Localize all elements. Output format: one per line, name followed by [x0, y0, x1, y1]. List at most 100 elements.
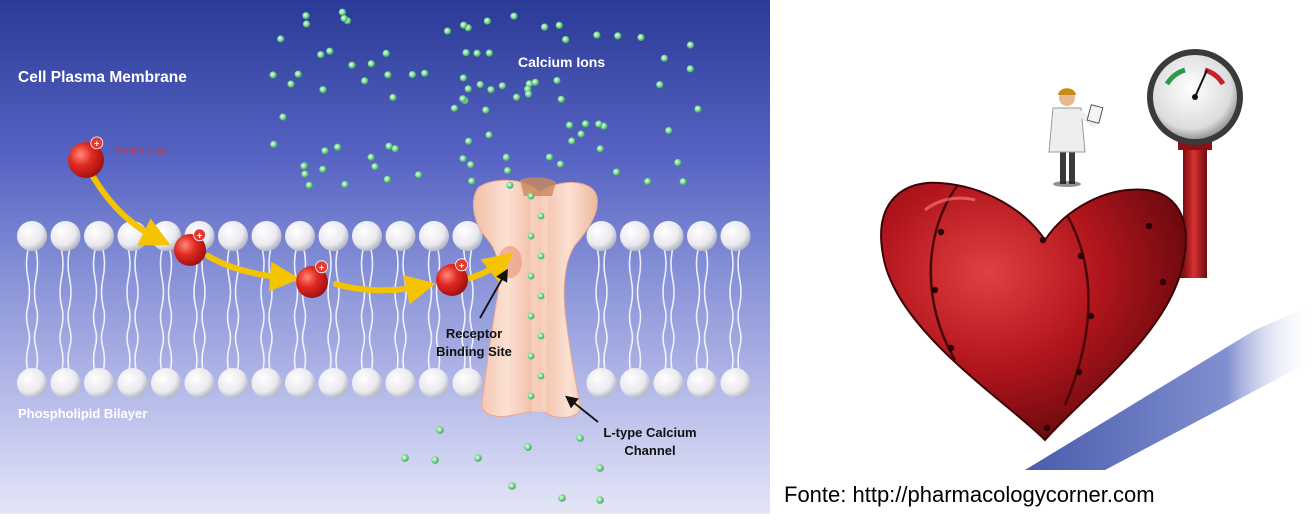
heart-shadow — [1025, 305, 1313, 470]
lipid-tail — [662, 249, 667, 329]
lipid-tail — [100, 327, 106, 373]
lipid-tail — [234, 327, 240, 373]
heart-body — [880, 181, 1187, 442]
calcium-ion — [473, 49, 481, 57]
calcium-ion — [562, 36, 570, 44]
calcium-ion — [459, 155, 467, 163]
calcium-ion — [476, 81, 484, 89]
lipid-head — [352, 221, 382, 251]
calcium-ion — [686, 65, 694, 73]
heart-rivet — [1087, 312, 1095, 320]
lipid-tail — [126, 327, 131, 373]
calcium-ion — [371, 163, 379, 171]
doctor-left-leg — [1060, 148, 1066, 184]
membrane-background — [0, 0, 770, 514]
lipid-tail — [360, 327, 366, 373]
lipid-head — [318, 221, 349, 251]
membrane-diagram: ++++ Cell Plasma Membrane Calcium Ions A… — [0, 0, 770, 514]
calcium-ion — [660, 54, 669, 62]
calcium-ion — [537, 332, 545, 340]
calcium-ion — [361, 77, 369, 85]
lipid-tail — [260, 249, 265, 329]
calcium-ion — [581, 120, 590, 128]
calcium-ion — [612, 168, 621, 176]
pipe-vertical — [1183, 140, 1207, 278]
receptor-label-line1: Receptor — [446, 326, 502, 341]
amlodipine-molecule: + — [174, 228, 207, 266]
heart-rivet — [1043, 424, 1051, 432]
calcium-ion — [459, 74, 467, 82]
calcium-ion — [596, 496, 604, 504]
calcium-ion — [527, 352, 535, 360]
lipid-head — [352, 368, 382, 398]
lipid-tail — [59, 327, 64, 373]
channel-label-line1: L-type Calcium — [603, 425, 696, 440]
calcium-ion — [576, 434, 584, 442]
lipid-tail — [293, 327, 299, 373]
drug-arrow-4 — [467, 252, 514, 283]
molecule-charge-symbol: + — [197, 230, 202, 240]
gauge-needle — [1194, 69, 1208, 98]
heart-rivet — [937, 228, 945, 236]
lipid-tail — [226, 327, 232, 373]
receptor-label-line2: Binding Site — [436, 344, 512, 359]
channel-label-line2: Channel — [624, 443, 675, 458]
calcium-ion — [326, 47, 334, 55]
calcium-ion — [524, 443, 532, 451]
doctor-right-leg — [1069, 148, 1075, 184]
calcium-ion — [300, 162, 308, 170]
doctor-shadow — [1053, 181, 1081, 187]
calcium-ion — [302, 20, 311, 28]
heart-rivets — [931, 222, 1167, 432]
lipid-head — [17, 368, 47, 398]
lipid-tail — [435, 249, 441, 329]
calcium-ion — [537, 292, 545, 300]
calcium-ion — [553, 76, 561, 85]
calcium-ion — [415, 171, 423, 179]
cell-plasma-membrane-label: Cell Plasma Membrane — [18, 69, 187, 86]
lipid-tail — [737, 327, 742, 373]
calcium-ions-label: Calcium Ions — [518, 54, 605, 70]
calcium-ion — [568, 137, 576, 145]
calcium-ion — [596, 464, 604, 472]
lipid-tail — [469, 249, 474, 329]
calcium-ion — [555, 21, 563, 29]
calcium-ion — [450, 104, 459, 112]
lipid-head — [17, 221, 47, 251]
calcium-ion — [408, 71, 416, 79]
calcium-ion — [340, 14, 348, 23]
lipid-tail — [159, 327, 165, 373]
lipid-head — [84, 221, 114, 251]
calcium-ion — [382, 49, 390, 58]
lipid-tail — [427, 327, 433, 373]
calcium-ion — [545, 153, 554, 161]
lipid-tail — [703, 327, 709, 373]
calcium-ion — [665, 127, 673, 135]
calcium-ion — [459, 95, 467, 103]
molecule-body — [436, 264, 468, 296]
calcium-ion — [341, 180, 349, 189]
lipid-tail — [67, 327, 72, 373]
lipid-head — [419, 368, 449, 398]
molecule-charge-symbol: + — [319, 262, 324, 272]
lipid-head — [84, 368, 114, 398]
lipid-tail — [729, 249, 734, 329]
molecule-charge-group — [315, 260, 329, 274]
calcium-ion — [596, 145, 604, 153]
lipid-tail — [268, 327, 273, 373]
doctor-clipboard — [1086, 104, 1104, 124]
calcium-ion — [644, 177, 652, 186]
molecule-charge-group — [455, 258, 469, 272]
heart-rivet — [931, 286, 939, 294]
calcium-ion — [401, 454, 409, 462]
lipid-tail — [59, 249, 64, 329]
lipid-tail — [461, 327, 466, 373]
lipid-head — [285, 368, 315, 398]
heart-highlight — [924, 196, 976, 212]
calcium-ion — [498, 82, 506, 90]
molecule-charge-group — [90, 136, 104, 150]
calcium-ion — [502, 153, 510, 161]
calcium-ion — [334, 143, 342, 151]
drug-path-arrows — [89, 172, 514, 305]
heart-rivet — [1077, 252, 1085, 260]
